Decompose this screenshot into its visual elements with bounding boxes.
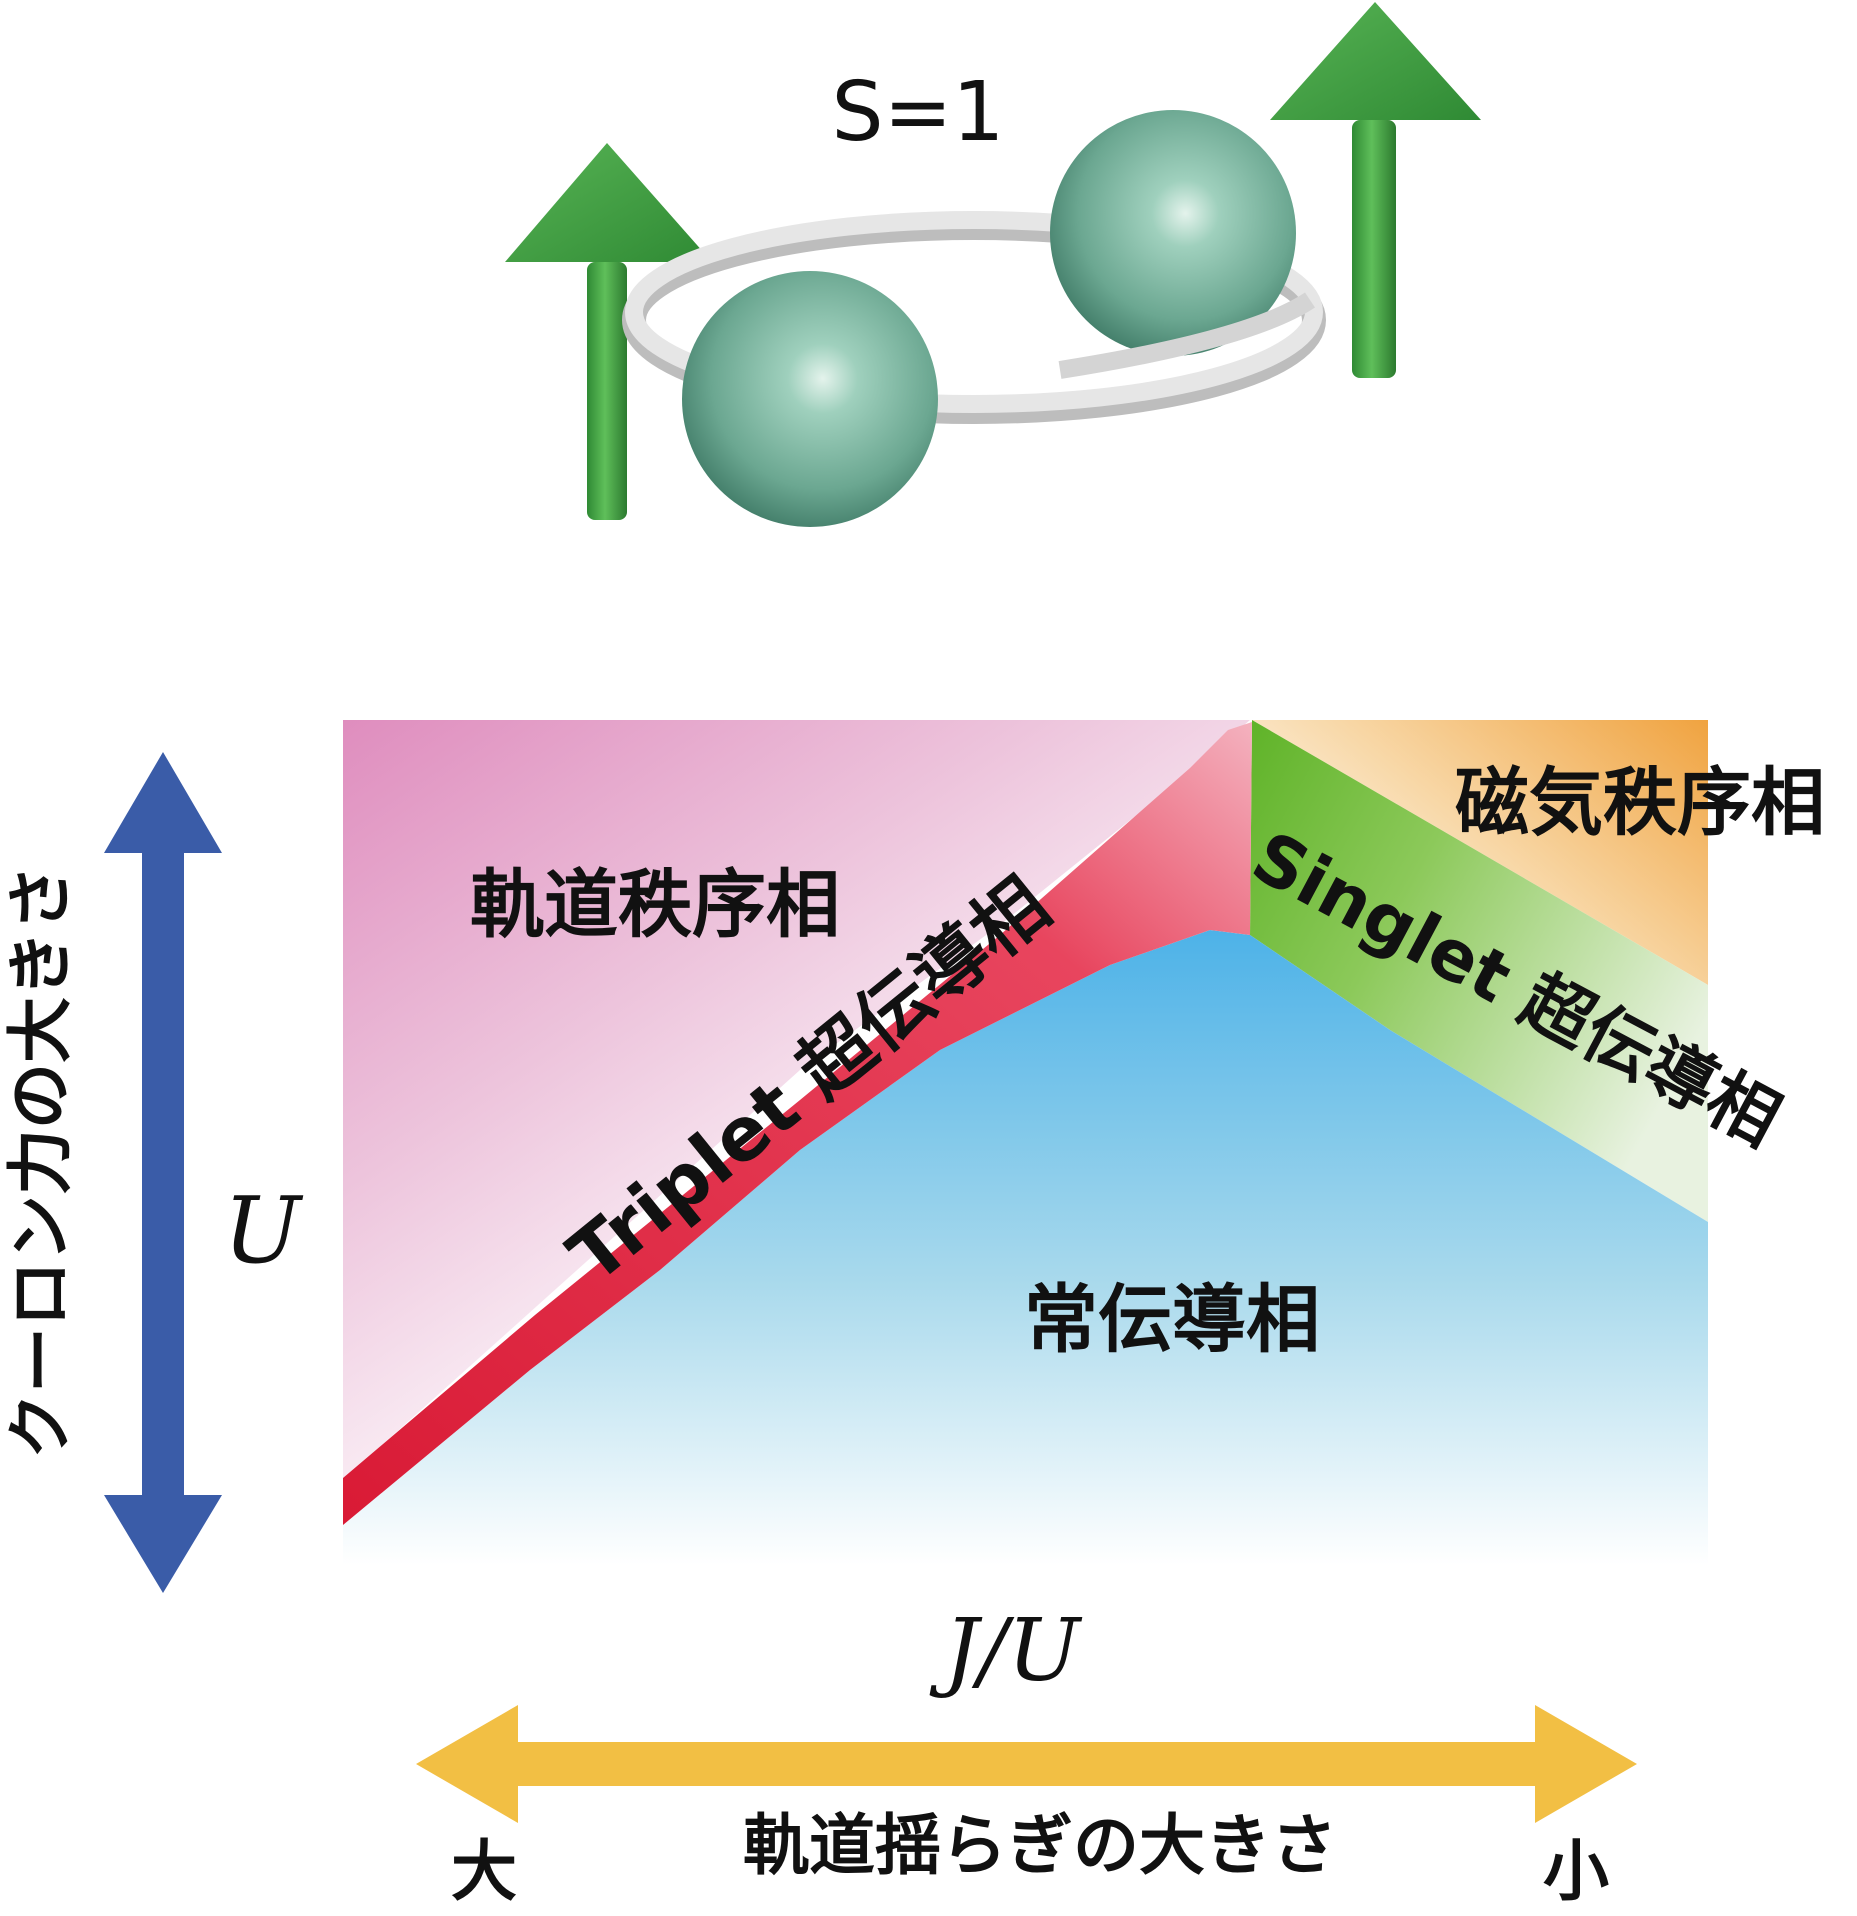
normal-conducting-label: 常伝導相 xyxy=(1024,1277,1320,1363)
y-axis-caption: クーロン力の大きさ xyxy=(2,865,79,1459)
right-electron-sphere xyxy=(1050,110,1296,356)
orbital-order-region xyxy=(343,720,1250,1480)
spin-pair-illustration: S=1 xyxy=(505,2,1481,527)
ju-double-arrow-icon xyxy=(416,1705,1637,1823)
x-axis-symbol: J/U xyxy=(929,1601,1082,1701)
triplet-sc-region xyxy=(343,722,1252,1525)
y-axis: U クーロン力の大きさ xyxy=(2,752,304,1593)
normal-conducting-region xyxy=(343,930,1708,1565)
left-electron-sphere xyxy=(682,271,938,527)
orbit-ring xyxy=(622,211,1326,424)
right-spin-arrow-icon xyxy=(1270,2,1481,378)
x-axis-right-end: 小 xyxy=(1543,1833,1609,1910)
magnetic-order-label: 磁気秩序相 xyxy=(1455,760,1825,846)
x-axis-caption: 軌道揺らぎの大きさ xyxy=(743,1807,1337,1884)
phase-diagram: 軌道秩序相 磁気秩序相 Triplet 超伝導相 Singlet 超伝導相 常伝… xyxy=(343,720,1825,1565)
singlet-sc-region xyxy=(1250,720,1708,1222)
u-double-arrow-icon xyxy=(104,752,222,1593)
x-axis: J/U 軌道揺らぎの大きさ 大 小 xyxy=(416,1601,1637,1910)
y-axis-symbol: U xyxy=(223,1177,304,1284)
left-spin-arrow-icon xyxy=(505,143,712,520)
orbital-order-label: 軌道秩序相 xyxy=(470,862,840,948)
x-axis-left-end: 大 xyxy=(451,1833,517,1910)
spin-label: S=1 xyxy=(832,65,1005,160)
